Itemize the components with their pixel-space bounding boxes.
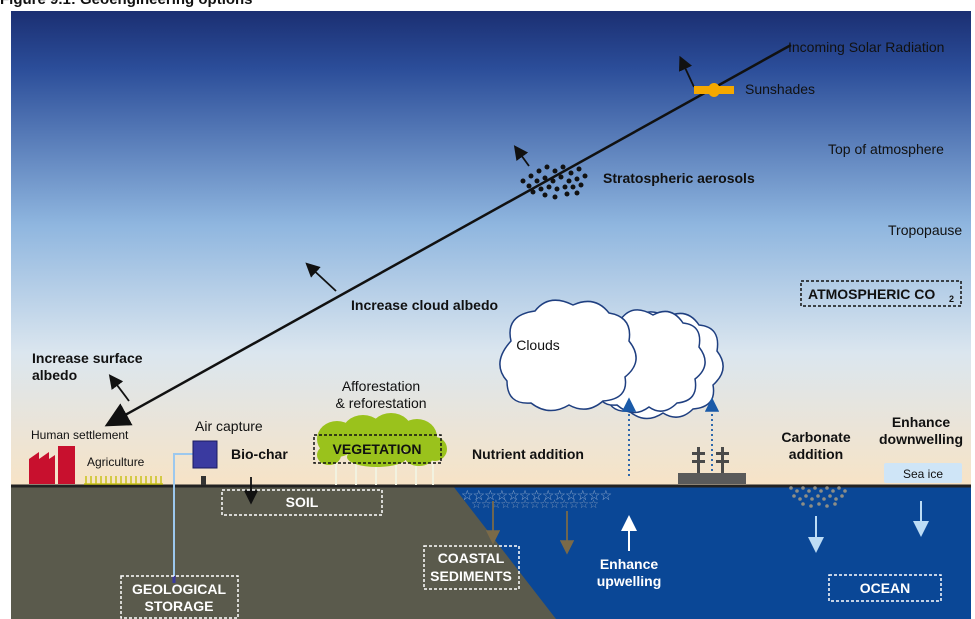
svg-text:☆☆☆☆☆☆☆☆☆☆☆☆☆: ☆☆☆☆☆☆☆☆☆☆☆☆☆ [461, 487, 612, 503]
air-capture-label: Air capture [195, 418, 263, 434]
sea-ice-block [884, 463, 962, 483]
top-of-atmosphere-label: Top of atmosphere [828, 141, 944, 157]
geoengineering-diagram: ☆☆☆☆☆☆☆☆☆☆☆☆☆ ☆☆☆☆☆☆☆☆☆☆☆☆☆ Sea ice Inco… [11, 11, 971, 619]
aerosol-reflection-arrow [513, 145, 530, 167]
human-settlement-label: Human settlement [31, 428, 129, 442]
land-region [11, 486, 556, 619]
air-capture-stand [201, 476, 206, 485]
sunshade-icon [694, 83, 734, 97]
aerosol-dots-icon [520, 164, 588, 200]
factory-icon [29, 446, 75, 484]
tropopause-label: Tropopause [888, 222, 962, 238]
atmospheric-co2-label: ATMOSPHERIC CO [808, 286, 935, 302]
enhance-upwelling-label-2: upwelling [597, 573, 662, 589]
soil-label: SOIL [286, 494, 319, 510]
ship-icon [678, 447, 746, 484]
afforestation-label-2: & reforestation [335, 395, 426, 411]
sea-ice-label: Sea ice [903, 467, 943, 481]
sunshade-reflection-arrow [679, 55, 695, 88]
geological-storage-box [120, 575, 239, 619]
svg-text:☆☆☆☆☆☆☆☆☆☆☆☆☆: ☆☆☆☆☆☆☆☆☆☆☆☆☆ [471, 497, 598, 511]
stratospheric-aerosols-label: Stratospheric aerosols [603, 170, 755, 186]
agriculture-label: Agriculture [87, 455, 145, 469]
enhance-downwelling-label-2: downwelling [879, 431, 963, 447]
sunshades-label: Sunshades [745, 81, 815, 97]
bio-char-label: Bio-char [231, 446, 288, 462]
coastal-sediments-label-2: SEDIMENTS [430, 568, 512, 584]
sky-background [11, 11, 971, 486]
geological-storage-label-1: GEOLOGICAL [132, 581, 227, 597]
agriculture-icon [84, 476, 163, 485]
ocean-box [828, 574, 942, 602]
geological-storage-label-2: STORAGE [145, 598, 214, 614]
soil-box [221, 489, 383, 516]
vegetation-box [313, 434, 442, 464]
atmospheric-co2-box [800, 280, 962, 307]
clouds-icon [499, 299, 724, 420]
incoming-solar-label: Incoming Solar Radiation [788, 39, 944, 55]
vegetation-label: VEGETATION [333, 441, 422, 457]
coastal-sediments-box [423, 545, 520, 590]
nutrient-addition-label: Nutrient addition [472, 446, 584, 462]
cloud-albedo-arrow [305, 262, 337, 292]
coastal-sediments-label-1: COASTAL [438, 550, 505, 566]
carbonate-addition-label-1: Carbonate [781, 429, 850, 445]
surface-albedo-arrow [108, 374, 130, 402]
increase-surface-albedo-label-2: albedo [32, 367, 77, 383]
solar-radiation-arrow [104, 43, 792, 427]
vegetation-trees-icon [317, 413, 447, 485]
afforestation-label-1: Afforestation [342, 378, 420, 394]
figure-title: Figure 9.1: Geoengineering options [0, 0, 253, 8]
carbonate-particles-icon [789, 486, 847, 508]
clouds-label: Clouds [516, 337, 560, 353]
increase-cloud-albedo-label: Increase cloud albedo [351, 297, 498, 313]
capture-pipe [173, 453, 194, 576]
increase-surface-albedo-label-1: Increase surface [32, 350, 143, 366]
enhance-upwelling-label-1: Enhance [600, 556, 659, 572]
air-capture-icon [192, 440, 218, 469]
ocean-label: OCEAN [860, 580, 911, 596]
atmospheric-co2-subscript: 2 [949, 294, 954, 304]
carbonate-addition-label-2: addition [789, 446, 843, 462]
nutrient-particles-icon: ☆☆☆☆☆☆☆☆☆☆☆☆☆ ☆☆☆☆☆☆☆☆☆☆☆☆☆ [461, 487, 613, 511]
enhance-downwelling-label-1: Enhance [892, 414, 951, 430]
